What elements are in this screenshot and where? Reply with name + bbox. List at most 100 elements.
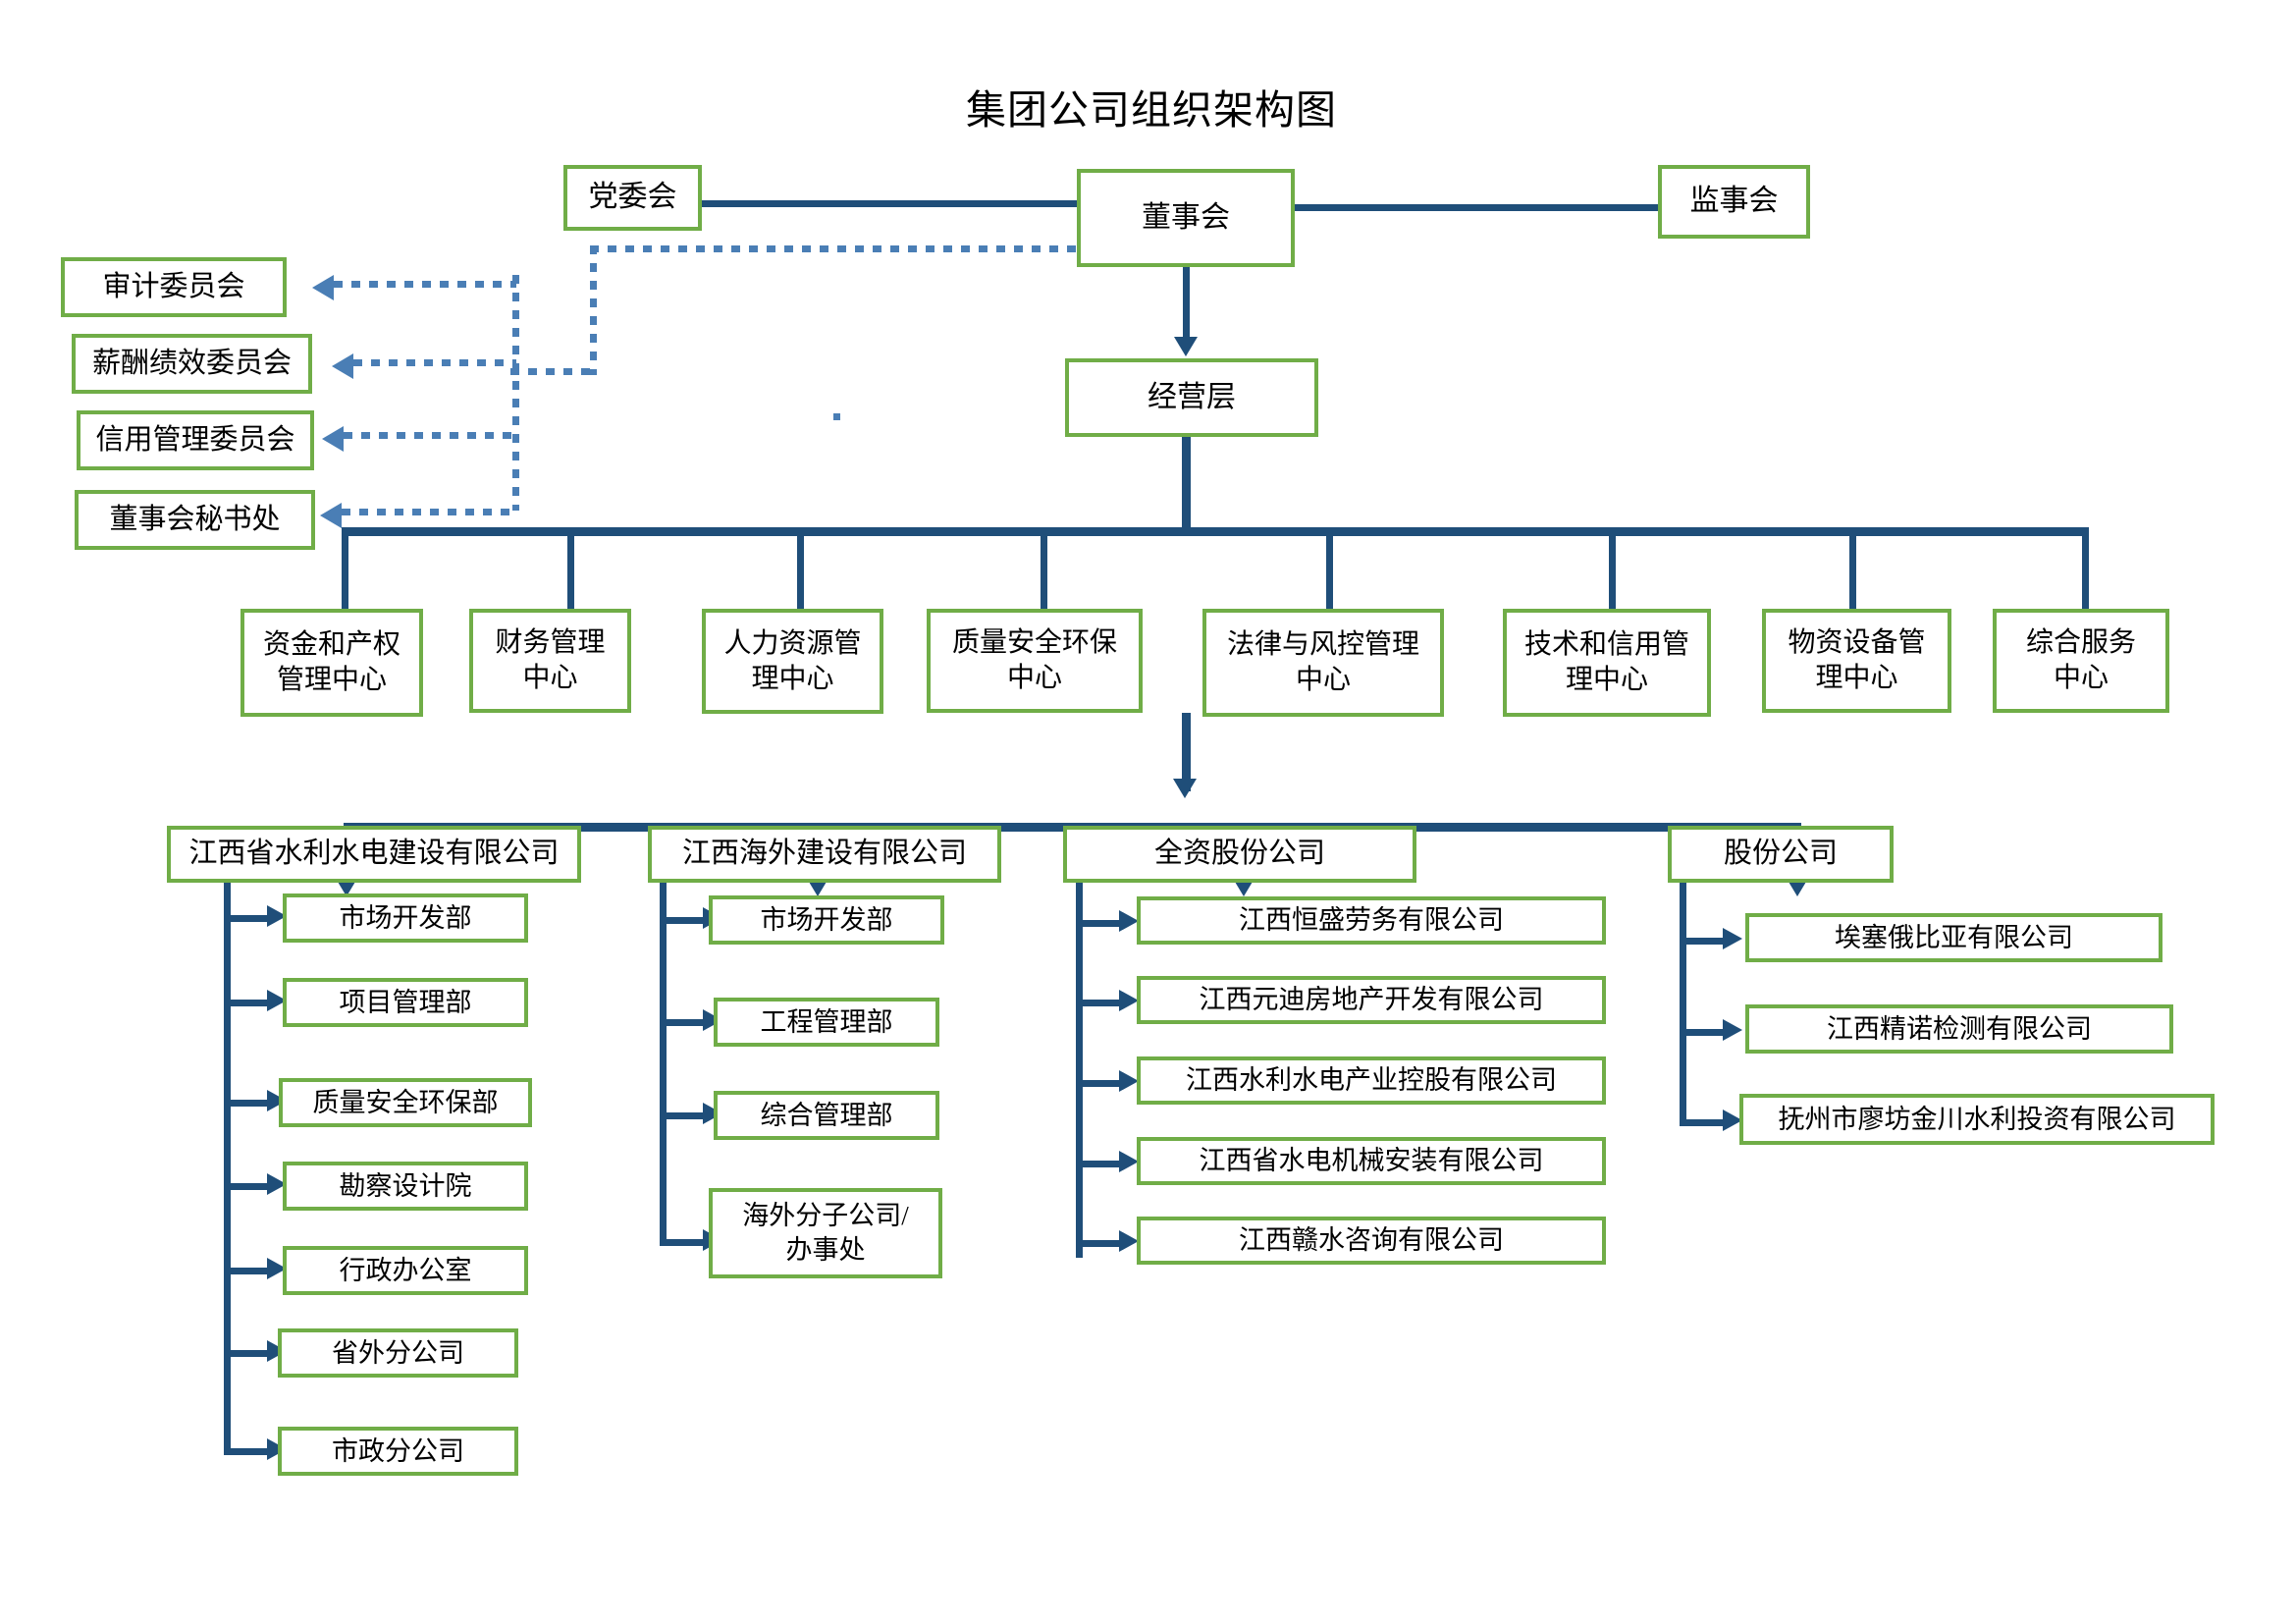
arrowhead-arm-credit <box>322 426 344 452</box>
leg-center-5 <box>1326 527 1333 628</box>
arrowhead-sub-3-4 <box>1119 1151 1139 1172</box>
connector-board-to-management <box>1183 267 1190 339</box>
dotted-bus-outer-to-inner <box>510 368 597 375</box>
leg-center-3 <box>797 527 804 628</box>
stray-speck <box>833 413 840 420</box>
arm-dept-1-3 <box>224 1100 273 1107</box>
arrowhead-dept-1-5 <box>267 1258 287 1279</box>
dotted-committee-bus <box>512 275 519 511</box>
arrowhead-sub-3-1 <box>1119 910 1139 932</box>
node-board-of-supervisors[interactable]: 监事会 <box>1658 165 1810 239</box>
node-center-quality-safety-env[interactable]: 质量安全环保 中心 <box>927 609 1143 713</box>
arrowhead-arm-secretariat <box>320 503 342 528</box>
node-dept-engineering-management[interactable]: 工程管理部 <box>714 998 939 1047</box>
arrowhead-sub-3-3 <box>1119 1070 1139 1092</box>
node-sub-yuandi-real-estate[interactable]: 江西元迪房地产开发有限公司 <box>1137 976 1606 1024</box>
node-dept-quality-safety-env[interactable]: 质量安全环保部 <box>279 1078 532 1127</box>
spine-division-3 <box>1076 883 1083 1258</box>
arm-sub-3-5 <box>1076 1240 1125 1247</box>
node-division-shareholding[interactable]: 股份公司 <box>1668 826 1894 883</box>
arm-sub-4-2 <box>1680 1029 1729 1036</box>
node-center-hr[interactable]: 人力资源管 理中心 <box>702 609 883 714</box>
leg-center-7 <box>1849 527 1856 628</box>
arm-sub-4-3 <box>1680 1119 1729 1126</box>
node-dept-overseas-branches-offices[interactable]: 海外分子公司/ 办事处 <box>709 1188 942 1278</box>
arm-dept-1-7 <box>224 1448 273 1455</box>
bus-centers-horizontal <box>342 527 2089 536</box>
node-center-funds-equity[interactable]: 资金和产权 管理中心 <box>240 609 423 717</box>
node-management-layer[interactable]: 经营层 <box>1065 358 1318 437</box>
node-center-legal-risk[interactable]: 法律与风控管理 中心 <box>1202 609 1444 717</box>
arrowhead-dept-1-2 <box>267 990 287 1011</box>
arrowhead-dept-1-1 <box>267 905 287 927</box>
arrowhead-sub-3-5 <box>1119 1230 1139 1252</box>
node-dept-survey-design-institute[interactable]: 勘察设计院 <box>283 1162 528 1211</box>
node-division-overseas[interactable]: 江西海外建设有限公司 <box>648 826 1001 883</box>
spine-division-2 <box>660 883 667 1244</box>
node-sub-ganshui-consulting[interactable]: 江西赣水咨询有限公司 <box>1137 1217 1606 1265</box>
node-party-committee[interactable]: 党委会 <box>563 165 702 231</box>
node-dept-out-of-province-branch[interactable]: 省外分公司 <box>278 1328 518 1378</box>
dotted-arm-secretariat <box>342 509 516 515</box>
node-center-tech-credit[interactable]: 技术和信用管 理中心 <box>1503 609 1711 717</box>
arrowhead-sub-3-2 <box>1119 990 1139 1011</box>
arm-dept-2-4 <box>660 1239 709 1246</box>
node-division-jiangxi-water-power[interactable]: 江西省水利水电建设有限公司 <box>167 826 581 883</box>
arm-sub-4-1 <box>1680 938 1729 945</box>
node-center-materials-equipment[interactable]: 物资设备管 理中心 <box>1762 609 1951 713</box>
node-dept-municipal-branch[interactable]: 市政分公司 <box>278 1427 518 1476</box>
connector-management-down-1 <box>1182 437 1191 533</box>
arm-sub-3-3 <box>1076 1080 1125 1087</box>
node-board-of-directors[interactable]: 董事会 <box>1077 169 1295 267</box>
node-sub-hydro-machinery-installation[interactable]: 江西省水电机械安装有限公司 <box>1137 1137 1606 1185</box>
arrowhead-dept-1-4 <box>267 1173 287 1195</box>
arrowhead-management-down-2 <box>1173 779 1197 798</box>
arm-sub-3-1 <box>1076 920 1125 927</box>
arm-dept-1-1 <box>224 915 273 922</box>
dotted-arm-audit <box>334 281 516 288</box>
dotted-bus-outer-vertical <box>590 245 597 375</box>
node-sub-water-power-industry-holding[interactable]: 江西水利水电产业控股有限公司 <box>1137 1056 1606 1105</box>
arm-dept-1-2 <box>224 1000 273 1006</box>
node-sub-hengsheng-labor[interactable]: 江西恒盛劳务有限公司 <box>1137 896 1606 945</box>
node-division-wholly-owned[interactable]: 全资股份公司 <box>1063 826 1416 883</box>
arrowhead-board-to-management <box>1174 337 1198 356</box>
arrowhead-arm-compensation <box>332 353 353 379</box>
arm-dept-2-2 <box>660 1019 709 1026</box>
node-compensation-committee[interactable]: 薪酬绩效委员会 <box>72 334 312 394</box>
spine-division-1 <box>224 883 231 1455</box>
node-board-secretariat[interactable]: 董事会秘书处 <box>75 490 315 550</box>
connector-board-to-supervisors <box>1293 204 1660 211</box>
connector-party-to-board <box>700 200 1079 207</box>
node-sub-jingnuo-testing[interactable]: 江西精诺检测有限公司 <box>1745 1004 2173 1054</box>
node-dept-market-development-2[interactable]: 市场开发部 <box>709 895 944 945</box>
leg-center-8 <box>2082 527 2089 628</box>
node-audit-committee[interactable]: 审计委员会 <box>61 257 287 317</box>
node-dept-market-development-1[interactable]: 市场开发部 <box>283 893 528 943</box>
leg-center-4 <box>1041 527 1047 628</box>
arrowhead-sub-4-3 <box>1723 1110 1742 1131</box>
leg-center-6 <box>1609 527 1616 628</box>
arm-dept-2-3 <box>660 1112 709 1119</box>
node-dept-general-management[interactable]: 综合管理部 <box>714 1091 939 1140</box>
leg-center-2 <box>567 527 574 628</box>
dotted-board-to-bus-top <box>590 245 1081 252</box>
node-sub-ethiopia[interactable]: 埃塞俄比亚有限公司 <box>1745 913 2163 962</box>
node-dept-project-management[interactable]: 项目管理部 <box>283 978 528 1027</box>
node-dept-administration-office[interactable]: 行政办公室 <box>283 1246 528 1295</box>
dotted-arm-credit <box>344 432 516 439</box>
connector-management-down-2 <box>1182 713 1191 791</box>
node-center-finance[interactable]: 财务管理 中心 <box>469 609 631 713</box>
spine-division-4 <box>1680 883 1686 1121</box>
arm-sub-3-2 <box>1076 1000 1125 1006</box>
arm-dept-1-5 <box>224 1268 273 1274</box>
arrowhead-arm-audit <box>312 275 334 300</box>
node-center-general-services[interactable]: 综合服务 中心 <box>1993 609 2169 713</box>
arm-sub-3-4 <box>1076 1161 1125 1167</box>
node-credit-management-committee[interactable]: 信用管理委员会 <box>77 410 314 470</box>
page-title: 集团公司组织架构图 <box>966 87 1337 133</box>
dotted-arm-compensation <box>353 359 516 366</box>
node-sub-liaofang-jinchuan-water-investment[interactable]: 抚州市廖坊金川水利投资有限公司 <box>1739 1094 2215 1145</box>
arm-dept-1-6 <box>224 1350 273 1357</box>
